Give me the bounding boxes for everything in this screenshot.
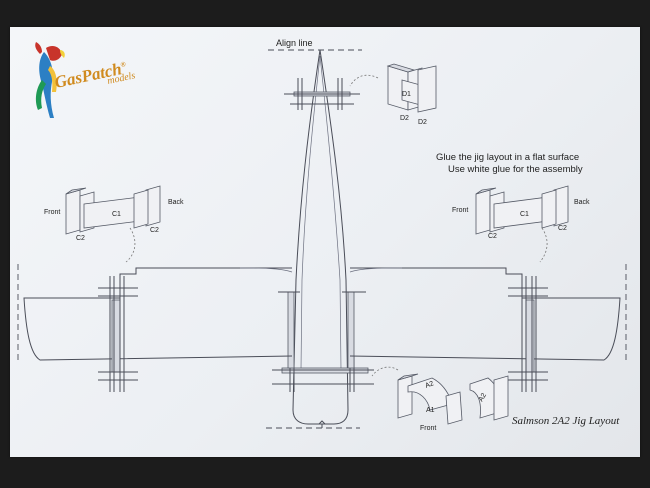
logo-registered: ® [120,60,128,69]
fuselage-side-posts [278,291,366,369]
part-c-left-c2a: C2 [76,235,85,242]
left-wing-outline [17,264,293,361]
arrow-a [371,366,399,377]
part-a-label-a2a: A2 [424,380,435,390]
part-detail-c-left: Front Back C1 C2 C2 [44,185,184,263]
part-c-right-c1: C1 [520,211,529,218]
part-d-label-d1: D1 [402,91,411,98]
jig-post-right [508,276,548,392]
part-detail-a: A2 A2 A1 Front [371,366,509,432]
arrow-c-left [125,227,136,263]
arrow-d [349,74,379,87]
part-c-left-front: Front [44,209,60,216]
align-line-label: Align line [276,38,313,48]
paper-sheet [10,27,640,457]
part-c-left-c2b: C2 [150,227,159,234]
part-c-right-front: Front [452,207,468,214]
arrow-c-right [539,227,548,263]
jig-post-top [284,78,360,110]
right-wing-outline [349,264,627,361]
part-c-right-c2a: C2 [488,233,497,240]
part-c-right-back: Back [574,199,590,206]
parrot-icon [35,42,65,118]
fuselage-outline [292,49,349,425]
part-detail-d: D1 D2 D2 [349,63,437,126]
gaspatch-logo: GasPatch® models [35,42,136,118]
part-c-left-c1: C1 [112,211,121,218]
part-c-right-c2b: C2 [558,225,567,232]
jig-post-bottom [272,356,374,392]
part-a-label-a2b: A2 [478,392,488,403]
part-d-label-d2a: D2 [400,115,409,122]
part-d-label-d2b: D2 [418,119,427,126]
part-a-label-a1: A1 [426,407,435,414]
instructions: Glue the jig layout in a flat surface Us… [436,152,583,175]
jig-post-left [98,276,138,392]
layout-title: Salmson 2A2 Jig Layout [512,415,620,427]
instruction-line-2: Use white glue for the assembly [448,164,583,175]
part-a-label-front: Front [420,425,436,432]
part-detail-c-right: Front Back C1 C2 C2 [452,185,590,263]
instruction-line-1: Glue the jig layout in a flat surface [436,152,579,163]
part-c-left-back: Back [168,199,184,206]
